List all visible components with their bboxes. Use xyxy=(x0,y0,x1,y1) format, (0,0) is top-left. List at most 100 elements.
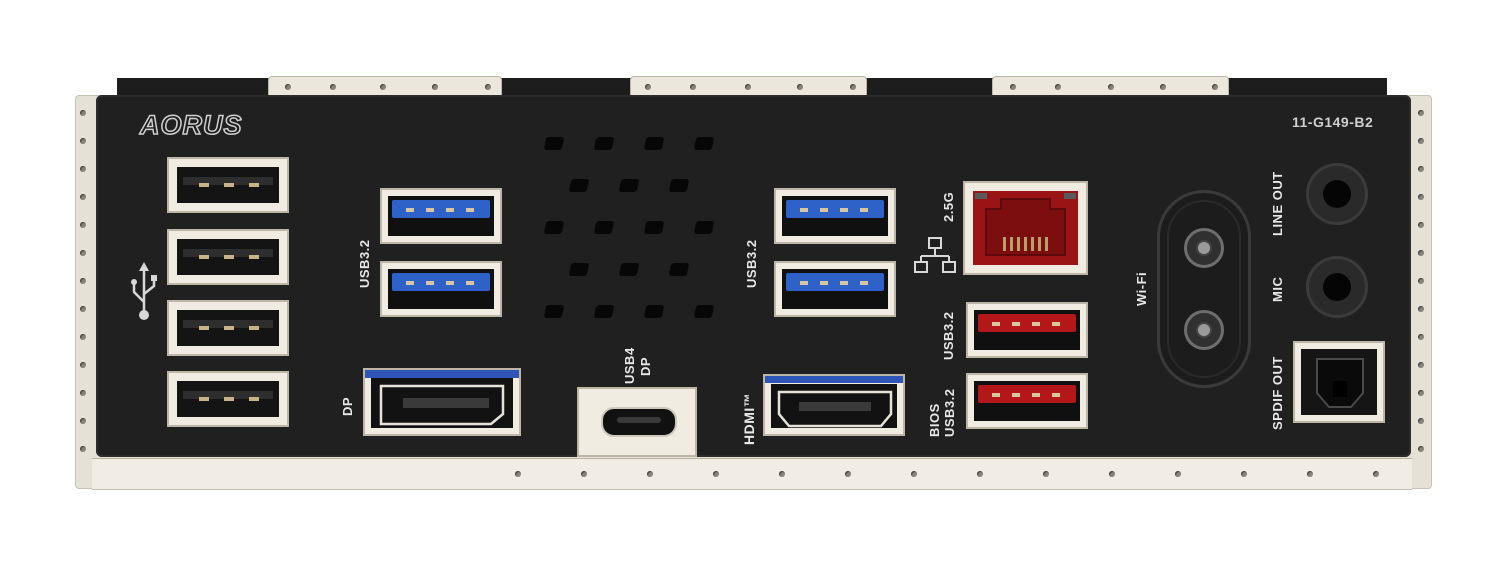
usb4-typec-port[interactable] xyxy=(577,387,697,457)
vent-hole xyxy=(693,137,715,150)
usb32-left-label: USB3.2 xyxy=(357,239,372,288)
usb-icon xyxy=(131,262,157,320)
usb32-mid-label: USB3.2 xyxy=(744,239,759,288)
rivet xyxy=(80,250,86,256)
rivet xyxy=(80,138,86,144)
usb32-blue-port-3[interactable] xyxy=(774,188,896,244)
rivet xyxy=(581,471,587,477)
vent-hole xyxy=(668,179,690,192)
vent-hole xyxy=(568,263,590,276)
vent-hole xyxy=(618,179,640,192)
toslink-shape xyxy=(1316,358,1364,408)
lan-label: 2.5G xyxy=(941,191,956,222)
vent-hole xyxy=(693,221,715,234)
rivet xyxy=(1307,471,1313,477)
usb4-dp-label: DP xyxy=(638,356,653,376)
vent-hole xyxy=(543,221,565,234)
rivet xyxy=(1418,418,1424,424)
usb32-blue-port-1[interactable] xyxy=(380,188,502,244)
rivet xyxy=(797,84,803,90)
rivet xyxy=(713,471,719,477)
usb2-port-2[interactable] xyxy=(167,229,289,285)
spdif-out-port[interactable] xyxy=(1293,341,1385,423)
rivet xyxy=(1418,110,1424,116)
rivet xyxy=(779,471,785,477)
rivet xyxy=(1418,166,1424,172)
vent-hole xyxy=(593,305,615,318)
rivet xyxy=(515,471,521,477)
rivet xyxy=(1055,84,1061,90)
rivet xyxy=(1010,84,1016,90)
part-number: 11-G149-B2 xyxy=(1292,114,1374,130)
rivet xyxy=(1108,84,1114,90)
vent-hole xyxy=(693,305,715,318)
vent-hole xyxy=(643,305,665,318)
vent-hole xyxy=(643,221,665,234)
rivet xyxy=(380,84,386,90)
rivet xyxy=(80,418,86,424)
rivet xyxy=(80,334,86,340)
rivet xyxy=(432,84,438,90)
bottom-lip xyxy=(92,458,1412,490)
vent-hole xyxy=(568,179,590,192)
rivet xyxy=(80,306,86,312)
dp-connector-shape xyxy=(379,384,505,426)
vent-hole xyxy=(643,137,665,150)
rivet xyxy=(1160,84,1166,90)
mic-label: MIC xyxy=(1270,276,1285,302)
rivet xyxy=(645,84,651,90)
dp-label: DP xyxy=(340,396,355,416)
usb32-red-port[interactable] xyxy=(966,302,1088,358)
rivet xyxy=(977,471,983,477)
rivet xyxy=(1418,222,1424,228)
rivet xyxy=(1418,278,1424,284)
vent-hole xyxy=(543,137,565,150)
rivet xyxy=(845,471,851,477)
line-out-jack[interactable] xyxy=(1306,163,1368,225)
usb32-blue-port-2[interactable] xyxy=(380,261,502,317)
usb4-label: USB4 xyxy=(622,347,637,384)
usb2-port-4[interactable] xyxy=(167,371,289,427)
vent-hole xyxy=(618,263,640,276)
rj45-socket-shape xyxy=(985,198,1066,256)
rivet xyxy=(80,110,86,116)
rivet xyxy=(80,222,86,228)
rivet xyxy=(1212,84,1218,90)
bios-usb32-port[interactable] xyxy=(966,373,1088,429)
rivet xyxy=(1109,471,1115,477)
usb32-blue-port-4[interactable] xyxy=(774,261,896,317)
rivet xyxy=(80,446,86,452)
displayport-port[interactable] xyxy=(363,368,521,436)
hdmi-port[interactable] xyxy=(763,374,905,436)
aorus-logo: AORUS xyxy=(139,109,243,141)
spdif-out-label: SPDIF OUT xyxy=(1270,356,1285,430)
rivet xyxy=(1043,471,1049,477)
hdmi-label: HDMI™ xyxy=(741,392,757,445)
rivet xyxy=(1418,250,1424,256)
usb2-port-3[interactable] xyxy=(167,300,289,356)
rivet xyxy=(745,84,751,90)
usb2-port-1[interactable] xyxy=(167,157,289,213)
rivet xyxy=(911,471,917,477)
rivet xyxy=(1418,362,1424,368)
rivet xyxy=(1418,306,1424,312)
network-icon xyxy=(914,237,956,273)
rivet xyxy=(485,84,491,90)
lan-port[interactable] xyxy=(963,181,1088,275)
mic-jack[interactable] xyxy=(1306,256,1368,318)
rivet xyxy=(80,194,86,200)
bios-label: BIOS xyxy=(927,403,942,437)
rivet xyxy=(1418,390,1424,396)
vent-hole xyxy=(668,263,690,276)
wifi-antenna-connector-1[interactable] xyxy=(1184,228,1224,268)
rivet xyxy=(1175,471,1181,477)
rivet xyxy=(80,362,86,368)
wifi-antenna-module xyxy=(1157,190,1251,388)
rivet xyxy=(1418,446,1424,452)
vent-hole xyxy=(593,221,615,234)
rivet xyxy=(285,84,291,90)
wifi-antenna-connector-2[interactable] xyxy=(1184,310,1224,350)
rivet xyxy=(1418,334,1424,340)
line-out-label: LINE OUT xyxy=(1270,171,1285,236)
vent-hole xyxy=(543,305,565,318)
